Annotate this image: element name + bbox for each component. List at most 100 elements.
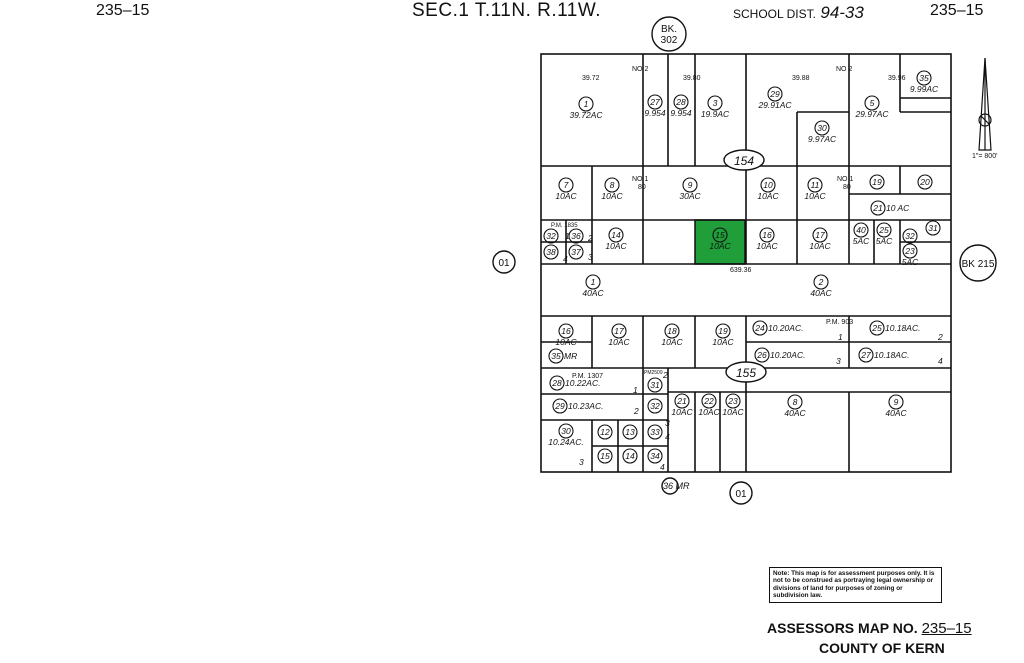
parcel-p8-circle[interactable] [604, 177, 620, 193]
parcel-p3-number: 3 [713, 98, 718, 108]
parcel-r35-circle[interactable] [548, 348, 564, 364]
parcel-p36-circle[interactable] [568, 228, 584, 244]
parcel-r26-circle[interactable] [754, 347, 770, 363]
parcel-p11-circle[interactable] [807, 177, 823, 193]
parcel-p35-circle[interactable] [916, 70, 932, 86]
parcel-p15-circle[interactable] [712, 227, 728, 243]
book-302-ref[interactable] [651, 16, 687, 52]
parcel-p17-circle[interactable] [812, 227, 828, 243]
parcel-p31-circle[interactable] [925, 220, 941, 236]
parcel-r24-circle[interactable] [752, 320, 768, 336]
parcel-s8-number: 8 [793, 397, 798, 407]
parcel-s22-number: 22 [703, 396, 714, 406]
parcel-s32-number: 32 [650, 401, 660, 411]
parcel-s15-circle[interactable] [597, 448, 613, 464]
acreage-3972: 39.72 [582, 75, 600, 82]
parcel-p7-circle[interactable] [558, 177, 574, 193]
road-154-label: 154 [734, 154, 754, 168]
road-155[interactable] [725, 361, 767, 383]
parcel-s22-circle[interactable] [701, 393, 717, 409]
parcel-r35-mr: MR [564, 351, 577, 361]
parcel-r18-circle[interactable] [664, 323, 680, 339]
parcel-p5-circle[interactable] [864, 95, 880, 111]
parcel-s8-acreage: 40AC [784, 408, 806, 418]
parcel-p28-acreage: 9.954 [670, 108, 692, 118]
parcel-p25-circle[interactable] [876, 222, 892, 238]
school-district-label: SCHOOL DIST. [733, 7, 816, 21]
parcel-s13-circle[interactable] [622, 424, 638, 440]
parcel-s9-number: 9 [894, 397, 899, 407]
parcel-p14-number: 14 [611, 230, 621, 240]
parcel-p21-circle[interactable] [870, 200, 886, 216]
parcel-p27-circle[interactable] [647, 94, 663, 110]
parcel-s21-circle[interactable] [674, 393, 690, 409]
parcel-p7-acreage: 10AC [555, 191, 577, 201]
edge-ref-left[interactable] [492, 250, 516, 274]
parcel-p35-number: 35 [919, 73, 929, 83]
parcel-s9-circle[interactable] [888, 394, 904, 410]
parcel-s30-circle[interactable] [558, 423, 574, 439]
parcel-r27-circle[interactable] [858, 347, 874, 363]
parcel-p37-circle[interactable] [568, 244, 584, 260]
parcel-s23-circle[interactable] [725, 393, 741, 409]
road-154[interactable] [723, 149, 765, 171]
parcel-p11-acreage: 10AC [804, 191, 826, 201]
parcel-p40-circle[interactable] [853, 222, 869, 238]
parcel-p32b-circle[interactable] [902, 228, 918, 244]
parcel-p31-number: 31 [928, 223, 938, 233]
parcel-p28-circle[interactable] [673, 94, 689, 110]
parcel-r17-circle[interactable] [611, 323, 627, 339]
parcel-p21-acreage: 10 AC [886, 203, 910, 213]
parcel-p29-circle[interactable] [767, 86, 783, 102]
parcel-s30-number: 30 [561, 426, 571, 436]
subdiv-80-a: 80 [638, 184, 646, 191]
lot-number-n3d: 3 [665, 418, 670, 428]
parcel-r19-circle[interactable] [715, 323, 731, 339]
acreage-3988: 39.88 [792, 75, 810, 82]
parcel-p9-circle[interactable] [682, 177, 698, 193]
parcel-s33-number: 33 [650, 427, 660, 437]
parcel-r17-number: 17 [614, 326, 624, 336]
parcel-s14-circle[interactable] [622, 448, 638, 464]
parcel-s34-circle[interactable] [647, 448, 663, 464]
parcel-s34-number: 34 [650, 451, 660, 461]
parcel-r24-acreage: 10.20AC. [768, 323, 803, 333]
parcel-r35-number: 35 [551, 351, 561, 361]
mr-ref[interactable] [661, 477, 679, 495]
parcel-p3-circle[interactable] [707, 95, 723, 111]
parcel-q1-circle[interactable] [585, 274, 601, 290]
parcel-r16-circle[interactable] [558, 323, 574, 339]
parcel-s12-circle[interactable] [597, 424, 613, 440]
parcel-p1-circle[interactable] [578, 96, 594, 112]
edge-ref-bottom[interactable] [729, 481, 753, 505]
parcel-r24-number: 24 [754, 323, 765, 333]
parcel-p8-number: 8 [610, 180, 615, 190]
parcel-p38-circle[interactable] [543, 244, 559, 260]
parcel-p14-circle[interactable] [608, 227, 624, 243]
parcel-q2-circle[interactable] [813, 274, 829, 290]
parcel-p10-circle[interactable] [760, 177, 776, 193]
parcel-p16-circle[interactable] [759, 227, 775, 243]
parcel-p5-acreage: 29.97AC [854, 109, 889, 119]
book-215-ref[interactable] [959, 244, 997, 282]
parcel-p25-number: 25 [878, 225, 889, 235]
parcel-p23-circle[interactable] [902, 243, 918, 259]
parcel-s31-circle[interactable] [647, 377, 663, 393]
parcel-p29-acreage: 29.91AC [757, 100, 792, 110]
parcel-p20-circle[interactable] [917, 174, 933, 190]
parcel-s32-circle[interactable] [647, 398, 663, 414]
parcel-r25-circle[interactable] [869, 320, 885, 336]
parcel-p32-circle[interactable] [543, 228, 559, 244]
subdiv-80-b: 80 [843, 184, 851, 191]
parcel-r18-acreage: 10AC [661, 337, 683, 347]
parcel-s28-circle[interactable] [549, 375, 565, 391]
parcel-p19-circle[interactable] [869, 174, 885, 190]
book-302-num: 302 [661, 35, 678, 46]
parcel-s8-circle[interactable] [787, 394, 803, 410]
parcel-s29-circle[interactable] [552, 398, 568, 414]
road-155-label: 155 [736, 366, 756, 380]
parcel-s33-circle[interactable] [647, 424, 663, 440]
lot-number-n2: 2 [587, 233, 593, 243]
parcel-p30-circle[interactable] [814, 120, 830, 136]
subdiv-no1-b: NO 1 [837, 176, 853, 183]
